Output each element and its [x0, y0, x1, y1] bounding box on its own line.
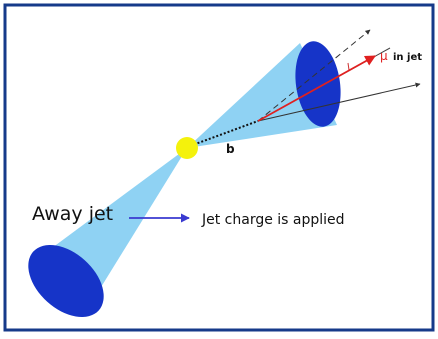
primary-vertex	[176, 137, 198, 159]
muon-symbol-label: μ	[380, 49, 388, 63]
track-line-lower	[257, 82, 421, 122]
b-flight-path	[189, 120, 259, 147]
away-jet-ellipse	[28, 244, 104, 318]
small-tick-mark	[347, 62, 350, 71]
track-line-upper	[257, 29, 371, 122]
muon-arrow	[257, 55, 376, 122]
diagram-frame	[3, 3, 435, 332]
away-jet-label: Away jet	[32, 203, 113, 225]
jet-charge-label: Jet charge is applied	[201, 212, 345, 228]
muon-in-jet-label: in jet	[393, 52, 422, 63]
b-quark-label: b	[226, 142, 235, 156]
